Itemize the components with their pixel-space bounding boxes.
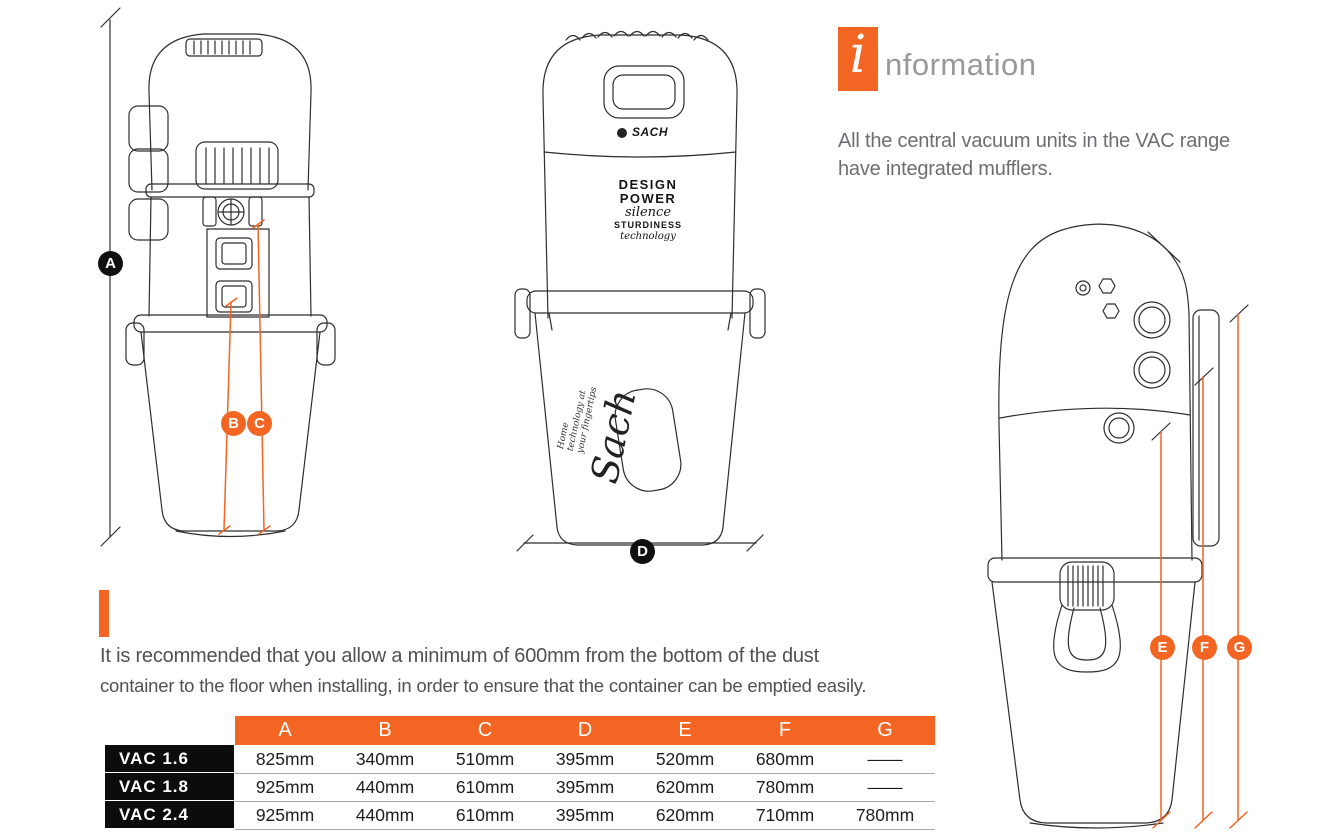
information-note: All the central vacuum units in the VAC … bbox=[838, 127, 1230, 183]
table-cell: 825mm bbox=[255, 749, 315, 769]
dim-label-b: B bbox=[221, 411, 246, 436]
table-column-header: G bbox=[877, 719, 893, 741]
information-icon: i bbox=[838, 27, 878, 91]
table-cell: 340mm bbox=[355, 749, 415, 769]
table-cell: 620mm bbox=[655, 805, 715, 825]
table-cell: 710mm bbox=[755, 805, 815, 825]
front-view-drawing bbox=[100, 7, 336, 547]
table-column-header: D bbox=[577, 719, 593, 741]
perspective-view-drawing bbox=[987, 223, 1249, 829]
table-row: 925mm 440mm 610mm 395mm 620mm 710mm 780m… bbox=[235, 801, 935, 830]
bracket-view-drawing bbox=[514, 30, 766, 552]
tagline-line: DESIGN bbox=[618, 177, 678, 192]
information-note-line: All the central vacuum units in the VAC … bbox=[838, 130, 1230, 152]
tagline-line: silence bbox=[624, 205, 672, 220]
recommendation-line: container to the floor when installing, … bbox=[100, 675, 867, 696]
table-cell: 395mm bbox=[555, 777, 615, 797]
table-column-header: A bbox=[278, 719, 292, 741]
table-cell: 925mm bbox=[255, 805, 315, 825]
table-row: 825mm 340mm 510mm 395mm 520mm 680mm —— bbox=[235, 745, 935, 774]
dim-label-c: C bbox=[247, 411, 272, 436]
table-row-model: VAC 1.8 bbox=[105, 773, 234, 800]
tagline-line: technology bbox=[620, 231, 676, 242]
table-cell: 680mm bbox=[755, 749, 815, 769]
dim-label-e: E bbox=[1150, 635, 1175, 660]
information-note-line: have integrated mufflers. bbox=[838, 158, 1053, 180]
table-cell: 440mm bbox=[355, 777, 415, 797]
table-cell: 395mm bbox=[555, 805, 615, 825]
information-title: nformation bbox=[885, 47, 1037, 82]
tagline-line: STURDINESS bbox=[613, 220, 682, 230]
table-cell: 610mm bbox=[455, 805, 515, 825]
table-cell: —— bbox=[867, 777, 903, 797]
dim-label-g: G bbox=[1227, 635, 1252, 660]
table-cell: 520mm bbox=[655, 749, 715, 769]
table-cell: 780mm bbox=[855, 805, 915, 825]
table-cell: 440mm bbox=[355, 805, 415, 825]
table-column-header: C bbox=[477, 719, 493, 741]
table-column-header: F bbox=[778, 719, 792, 741]
dim-label-d: D bbox=[630, 539, 655, 564]
table-cell: 610mm bbox=[455, 777, 515, 797]
recommendation-line: It is recommended that you allow a minim… bbox=[100, 645, 819, 667]
table-column-header: E bbox=[678, 719, 692, 741]
recommendation-text: It is recommended that you allow a minim… bbox=[100, 641, 867, 700]
table-cell: —— bbox=[867, 749, 903, 769]
table-header-row: A B C D E F G bbox=[235, 716, 935, 745]
dim-label-f: F bbox=[1192, 635, 1217, 660]
dimension-lines bbox=[218, 219, 1248, 829]
unit-tagline: DESIGN POWER silence STURDINESS technolo… bbox=[598, 177, 698, 243]
section-marker-bar bbox=[99, 590, 109, 637]
table-row-model: VAC 1.6 bbox=[105, 745, 234, 772]
brand-logo-text: SACH bbox=[631, 125, 668, 139]
table-cell: 780mm bbox=[755, 777, 815, 797]
table-row-model: VAC 2.4 bbox=[105, 801, 234, 828]
table-cell: 510mm bbox=[455, 749, 515, 769]
table-cell: 925mm bbox=[255, 777, 315, 797]
information-logo-letter: i bbox=[849, 25, 867, 85]
table-column-header: B bbox=[378, 719, 392, 741]
table-row: 925mm 440mm 610mm 395mm 620mm 780mm —— bbox=[235, 773, 935, 802]
tagline-line: POWER bbox=[619, 191, 677, 206]
table-cell: 395mm bbox=[555, 749, 615, 769]
table-cell: 620mm bbox=[655, 777, 715, 797]
dim-label-a: A bbox=[98, 251, 123, 276]
